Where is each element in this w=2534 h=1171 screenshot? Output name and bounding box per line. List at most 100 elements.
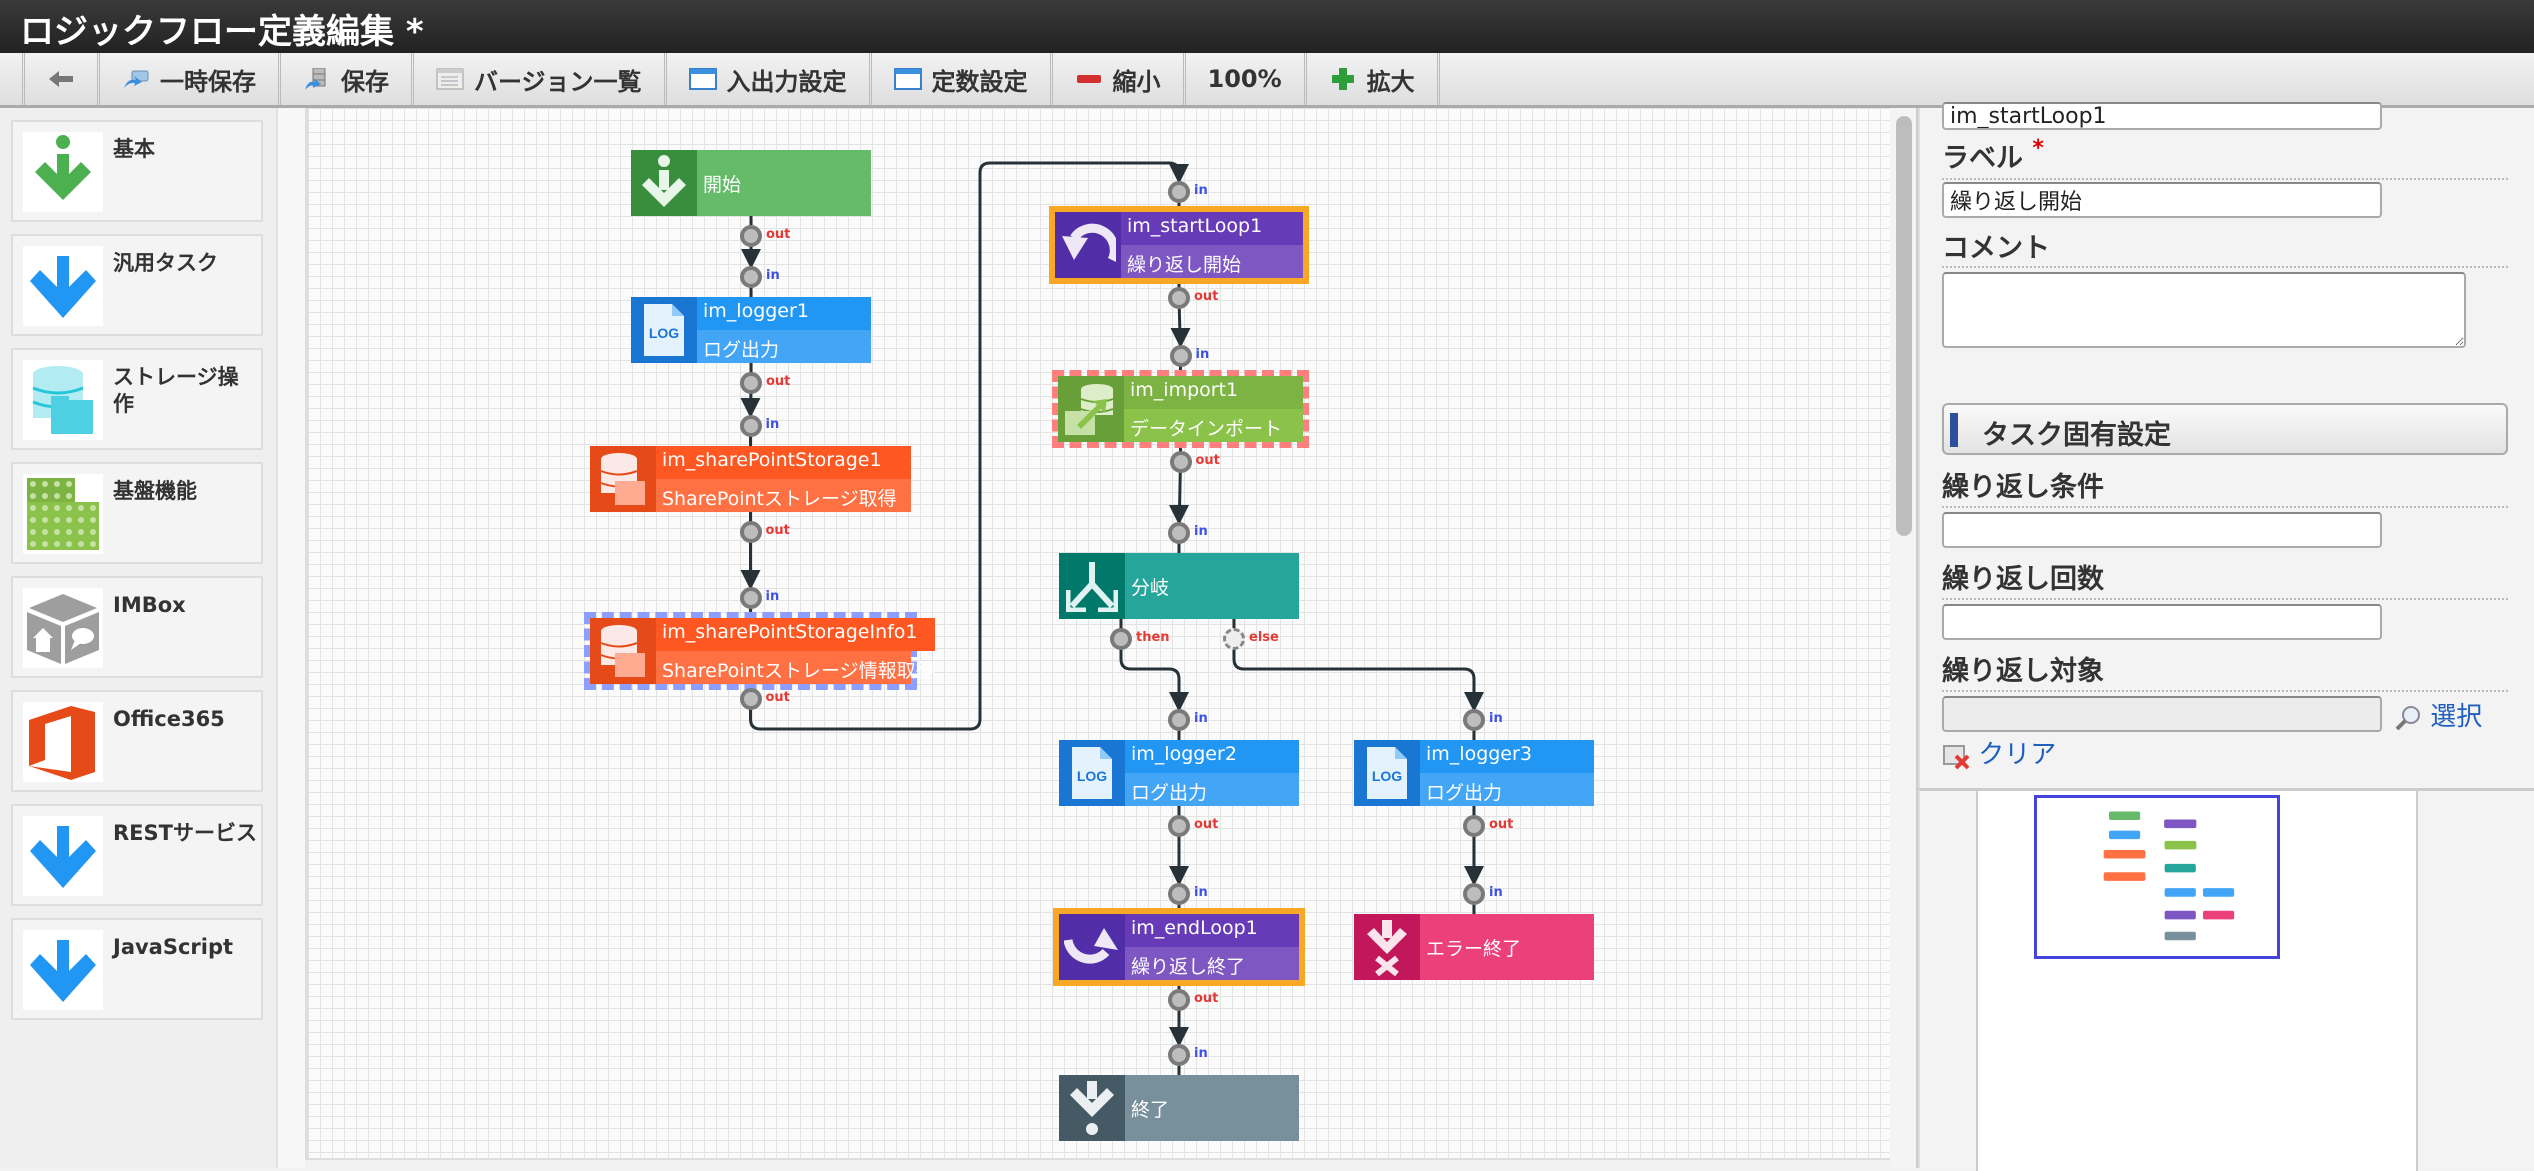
down-arrow-icon (30, 256, 96, 318)
comment-field[interactable] (1942, 272, 2466, 348)
scrollbar-thumb[interactable] (1896, 116, 1912, 536)
palette-item-javascript[interactable]: JavaScript (11, 918, 263, 1020)
loop-end-icon (1064, 928, 1118, 964)
vertical-scrollbar[interactable] (1890, 108, 1918, 1168)
flow-node-branch[interactable]: 分岐 (1059, 553, 1299, 619)
in-port[interactable] (739, 415, 762, 437)
arrowhead (1169, 866, 1189, 886)
task-settings-section-header[interactable]: タスク固有設定 (1942, 403, 2508, 455)
zoom-level[interactable]: 100% (1186, 53, 1307, 105)
in-port[interactable] (1168, 522, 1190, 544)
overview-pane[interactable] (1976, 791, 2418, 1171)
node-name: im_logger3 (1420, 740, 1594, 773)
flow-node-errorEnd[interactable]: エラー終了 (1354, 914, 1594, 980)
horizontal-scrollbar[interactable] (305, 1158, 1890, 1168)
node-label: ログ出力 (1131, 782, 1208, 804)
clear-link-text: クリア (1978, 740, 2057, 770)
node-icon (1059, 553, 1125, 619)
palette-label: Office365 (113, 707, 225, 731)
node-icon (1059, 914, 1125, 980)
else-port[interactable] (1223, 628, 1245, 650)
then-port[interactable] (1110, 628, 1132, 650)
palette-item-platform[interactable]: 基盤機能 (11, 462, 263, 564)
io-settings-label: 入出力設定 (726, 67, 847, 96)
connection-branch-logger3[interactable] (1232, 639, 1476, 720)
in-port[interactable] (1168, 1044, 1190, 1066)
palette-item-imbox[interactable]: IMBox (11, 576, 263, 678)
divider (1942, 266, 2508, 268)
in-port[interactable] (1463, 883, 1485, 905)
label-field[interactable] (1942, 182, 2382, 218)
node-icon: LOG (1354, 740, 1420, 806)
zoom-out-button[interactable]: 縮小 (1053, 53, 1186, 105)
in-port[interactable] (1168, 709, 1190, 731)
loop-condition-field[interactable] (1942, 512, 2382, 548)
storage-icon (32, 366, 93, 434)
out-port[interactable] (1168, 989, 1190, 1011)
temp-save-button[interactable]: 一時保存 (100, 53, 281, 105)
flow-node-end[interactable]: 終了 (1059, 1075, 1299, 1141)
out-port[interactable] (1168, 287, 1190, 309)
task-id-field[interactable] (1942, 102, 2382, 130)
zoom-level-value: 100% (1207, 65, 1282, 93)
palette-item-general-task[interactable]: 汎用タスク (11, 234, 263, 336)
zoom-in-label: 拡大 (1366, 67, 1415, 96)
out-port[interactable] (1169, 451, 1192, 473)
connection-branch-logger2[interactable] (1119, 639, 1181, 720)
in-port[interactable] (1463, 709, 1485, 731)
palette-item-storage[interactable]: ストレージ操作 (11, 348, 263, 450)
back-button[interactable] (22, 53, 100, 105)
out-port[interactable] (740, 225, 762, 247)
in-port[interactable] (740, 266, 762, 288)
save-button[interactable]: 保存 (281, 53, 414, 105)
select-link[interactable]: 選択 (2394, 696, 2482, 733)
out-port[interactable] (1463, 815, 1485, 837)
io-settings-button[interactable]: 入出力設定 (667, 53, 872, 105)
sidebar-splitter[interactable] (278, 108, 305, 1168)
out-port[interactable] (739, 521, 762, 543)
in-port[interactable] (1169, 345, 1192, 367)
node-icon (1354, 914, 1420, 980)
node-label: 終了 (1131, 1098, 1170, 1121)
palette-item-rest-service[interactable]: RESTサービス (11, 804, 263, 906)
in-port[interactable] (1168, 883, 1190, 905)
arrowhead (1169, 692, 1189, 712)
node-name: im_endLoop1 (1125, 914, 1299, 947)
out-port[interactable] (1168, 815, 1190, 837)
version-list-button[interactable]: バージョン一覧 (414, 53, 667, 105)
arrowhead (1169, 164, 1189, 184)
node-icon (590, 446, 656, 512)
select-link-text: 選択 (2430, 702, 2483, 732)
log-file-icon: LOG (1072, 747, 1112, 799)
zoom-in-button[interactable]: 拡大 (1307, 53, 1440, 105)
minimap-node (2103, 849, 2146, 859)
selection-outline (584, 612, 917, 690)
svg-text:LOG: LOG (1077, 768, 1107, 784)
node-label: データインポート (1130, 418, 1283, 440)
window-title: ロジックフロー定義編集 * (0, 0, 2534, 53)
palette-item-basic[interactable]: 基本 (11, 120, 263, 222)
out-port[interactable] (739, 688, 762, 710)
overview-viewport[interactable] (2034, 795, 2280, 959)
in-port[interactable] (739, 587, 762, 609)
palette-item-office365[interactable]: Office365 (11, 690, 263, 792)
node-label: 繰り返し開始 (1127, 254, 1242, 276)
out-port[interactable] (740, 372, 762, 394)
arrowhead (740, 570, 761, 590)
clear-link[interactable]: クリア (1942, 734, 2056, 771)
in-port[interactable] (1168, 181, 1190, 203)
loop-count-field[interactable] (1942, 604, 2382, 640)
in-port-label: in (1194, 711, 1208, 726)
constant-settings-button[interactable]: 定数設定 (872, 53, 1053, 105)
overview-panel (1918, 788, 2534, 1171)
flow-node-start[interactable]: 開始 (631, 150, 871, 216)
